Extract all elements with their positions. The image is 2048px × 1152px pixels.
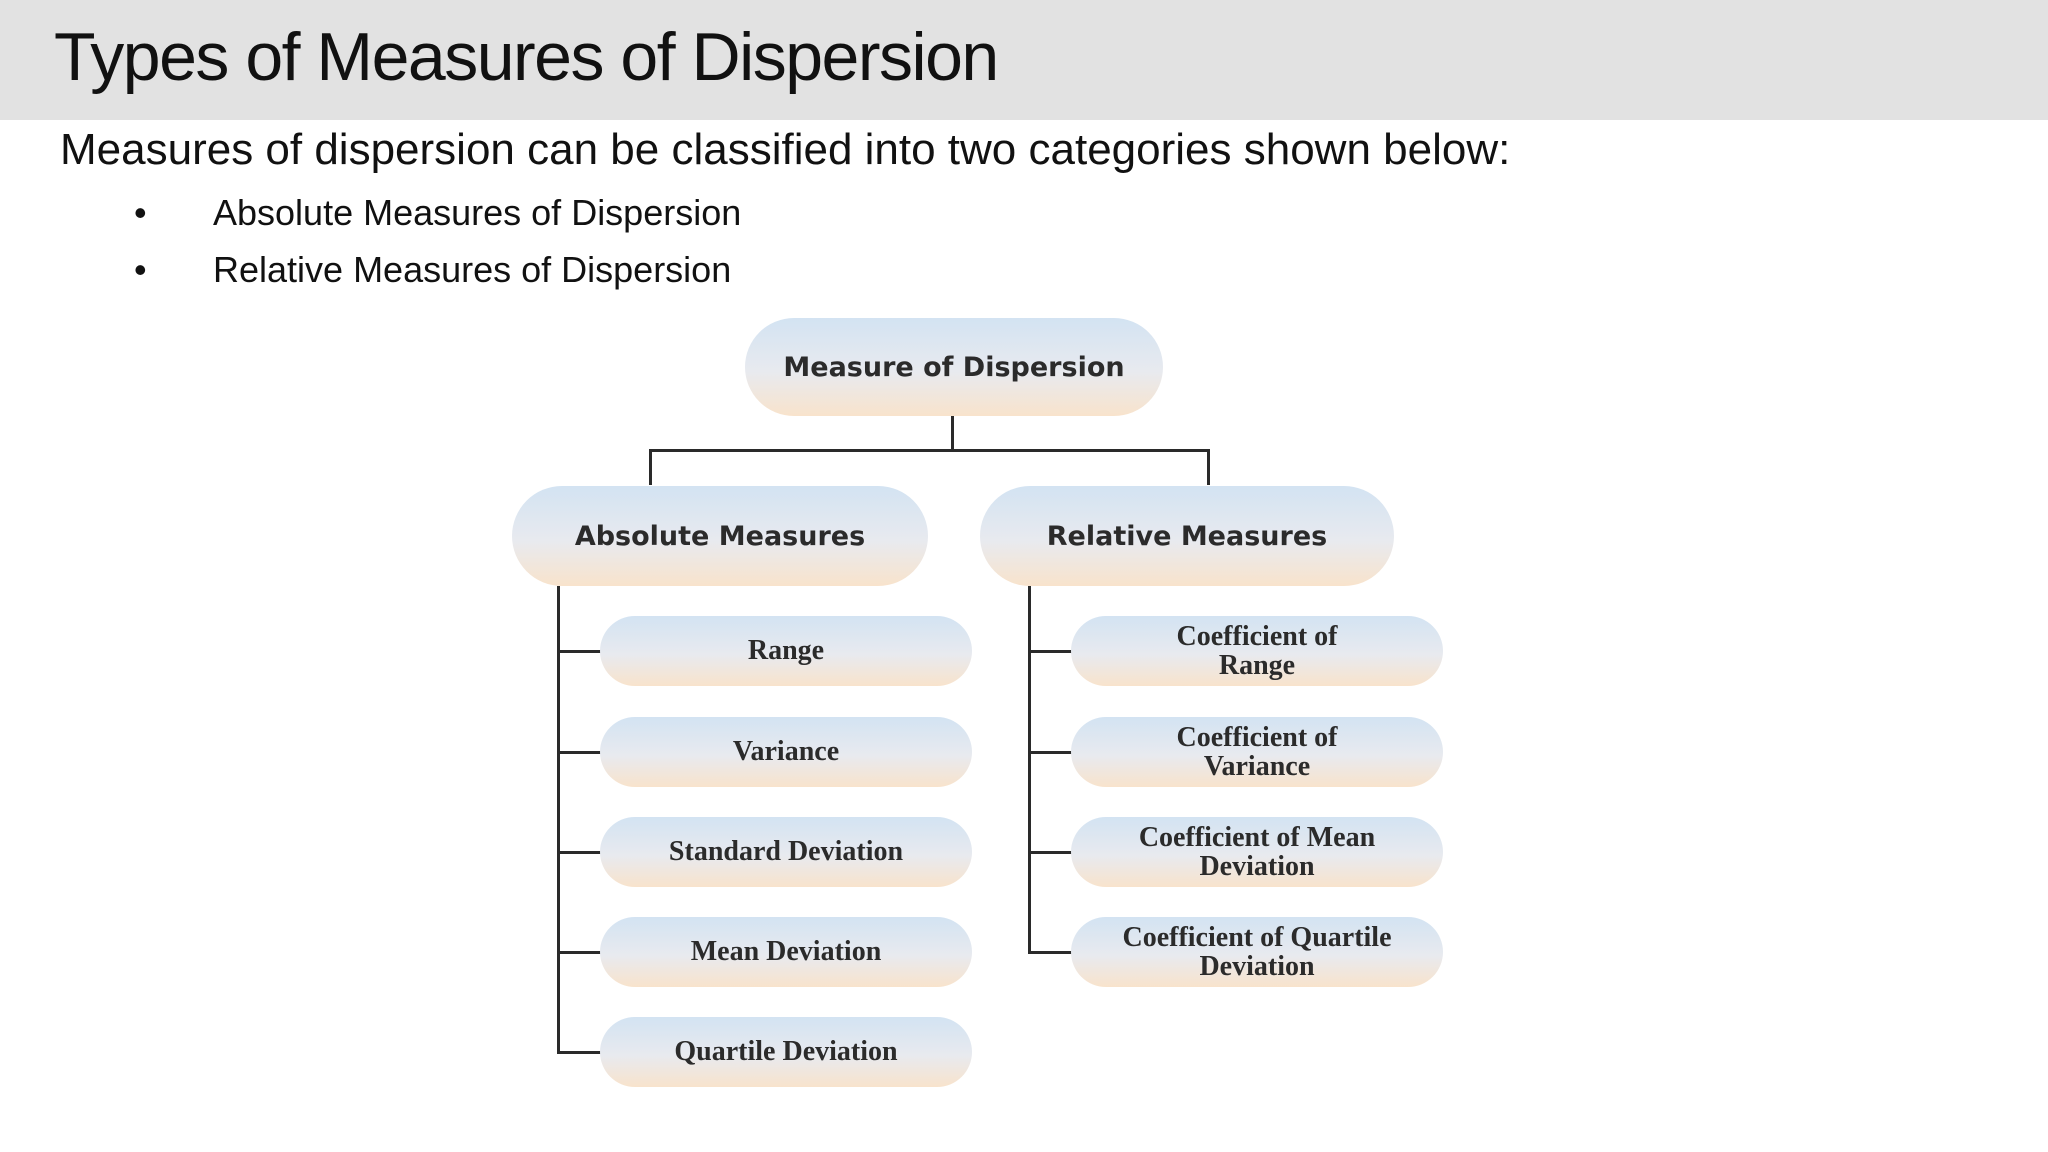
node-label: Mean Deviation <box>690 936 882 968</box>
leaf-range: Range <box>600 616 972 686</box>
absolute-measures-node: Absolute Measures <box>512 486 928 586</box>
connector-absolute-tick-range <box>557 650 602 653</box>
node-label: Variance <box>732 736 840 768</box>
connector-relative-spine <box>1028 586 1031 953</box>
connector-relative-tick-range <box>1028 650 1073 653</box>
node-label: Relative Measures <box>1046 520 1328 552</box>
leaf-coefficient-of-mean-deviation: Coefficient of Mean Deviation <box>1071 817 1443 887</box>
intro-text: Measures of dispersion can be classified… <box>60 125 1511 174</box>
node-label: Measure of Dispersion <box>783 351 1125 383</box>
connector-relative-tick-quartile <box>1028 951 1073 954</box>
node-label: Coefficient of Range <box>1176 620 1338 681</box>
leaf-coefficient-of-quartile-deviation: Coefficient of Quartile Deviation <box>1071 917 1443 987</box>
connector-absolute-tick-std <box>557 851 602 854</box>
leaf-mean-deviation: Mean Deviation <box>600 917 972 987</box>
leaf-coefficient-of-variance: Coefficient of Variance <box>1071 717 1443 787</box>
bullet-dot-icon: • <box>134 192 147 233</box>
bullet-text: Absolute Measures of Dispersion <box>213 192 742 233</box>
node-label: Coefficient of Mean Deviation <box>1138 821 1376 882</box>
connector-absolute-tick-variance <box>557 751 602 754</box>
connector-root-stem <box>951 414 954 450</box>
slide-title: Types of Measures of Dispersion <box>54 19 999 95</box>
node-label: Quartile Deviation <box>674 1036 898 1068</box>
leaf-variance: Variance <box>600 717 972 787</box>
leaf-quartile-deviation: Quartile Deviation <box>600 1017 972 1087</box>
node-label: Coefficient of Variance <box>1176 721 1338 782</box>
connector-absolute-tick-quartile <box>557 1051 602 1054</box>
connector-relative-tick-mean <box>1028 851 1073 854</box>
title-bar <box>0 0 2048 120</box>
connector-absolute-drop <box>649 449 652 485</box>
node-label: Standard Deviation <box>668 836 904 868</box>
leaf-coefficient-of-range: Coefficient of Range <box>1071 616 1443 686</box>
node-label: Absolute Measures <box>574 520 866 552</box>
relative-measures-node: Relative Measures <box>980 486 1394 586</box>
connector-absolute-tick-mean <box>557 951 602 954</box>
connector-relative-tick-variance <box>1028 751 1073 754</box>
node-label: Range <box>747 635 825 667</box>
connector-horizontal-bar <box>649 449 1210 452</box>
bullet-text: Relative Measures of Dispersion <box>213 249 732 290</box>
bullet-dot-icon: • <box>134 249 147 290</box>
node-label: Coefficient of Quartile Deviation <box>1122 921 1392 982</box>
leaf-standard-deviation: Standard Deviation <box>600 817 972 887</box>
root-node: Measure of Dispersion <box>745 318 1163 416</box>
connector-absolute-spine <box>557 586 560 1053</box>
connector-relative-drop <box>1207 449 1210 485</box>
